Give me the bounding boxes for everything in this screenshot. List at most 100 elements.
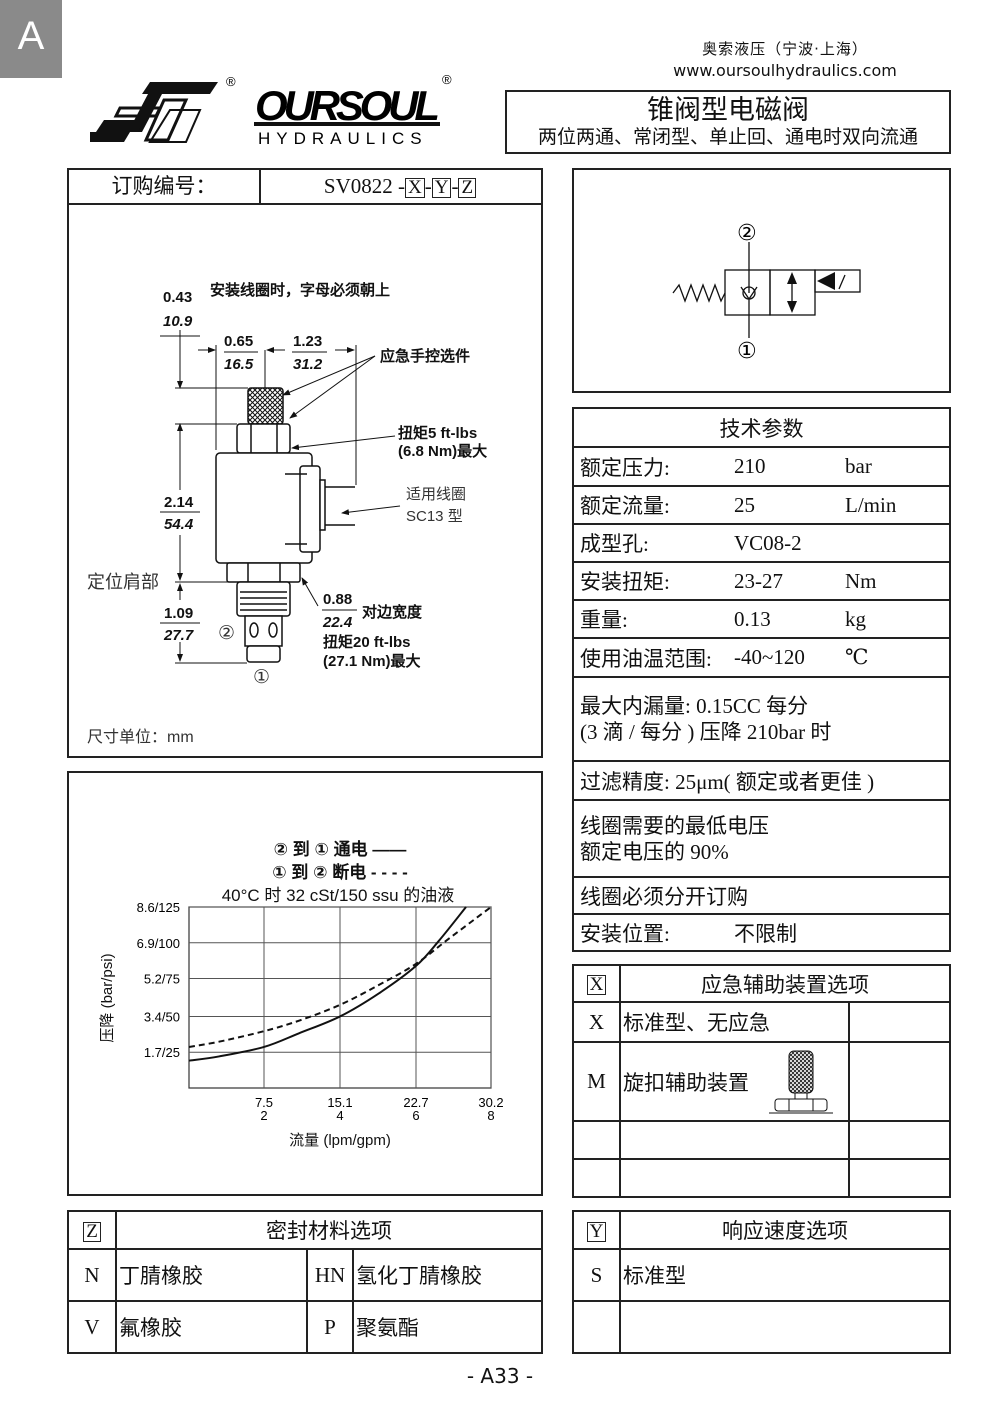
dim-w2-mm: 31.2 bbox=[293, 356, 323, 373]
series-line-deenergized bbox=[188, 906, 492, 1048]
logo-mark-icon bbox=[90, 82, 218, 143]
spec-voltage: 线圈需要的最低电压额定电压的 90% bbox=[572, 799, 951, 878]
product-subtitle: 两位两通、常闭型、单止回、通电时双向流通 bbox=[537, 127, 918, 148]
leakage-line-1: 最大内漏量: 0.15CC 每分 bbox=[580, 694, 809, 718]
spec-leakage: 最大内漏量: 0.15CC 每分(3 滴 / 每分 ) 压降 210bar 时 bbox=[572, 676, 951, 762]
separator: - bbox=[398, 174, 406, 198]
option-desc: 丁腈橡胶 bbox=[115, 1248, 308, 1302]
order-code-label: 订购编号： bbox=[69, 170, 261, 205]
page-number: - A33 - bbox=[466, 1364, 534, 1388]
spec-mount-value: 不限制 bbox=[734, 913, 951, 952]
brand-logo: ® OURSOUL ® HYDRAULICS bbox=[90, 72, 452, 148]
option-code: HN bbox=[306, 1248, 354, 1302]
legend-deenergized: ① 到 ② 断电 - - - - bbox=[272, 862, 408, 882]
legend-energized: ② 到 ① 通电 —— bbox=[274, 839, 407, 859]
option-code: V bbox=[67, 1300, 117, 1354]
option-code: N bbox=[67, 1248, 117, 1302]
option-z-title: 密封材料选项 bbox=[115, 1210, 543, 1250]
voltage-line-1: 线圈需要的最低电压 bbox=[580, 813, 769, 838]
option-y-key: Y bbox=[586, 1221, 607, 1242]
y-tick-label: 8.6/125 bbox=[137, 900, 180, 915]
dim-w1-in: 0.65 bbox=[224, 333, 253, 350]
option-code: S bbox=[572, 1248, 621, 1302]
spec-label: 额定压力: bbox=[572, 446, 734, 487]
y-tick-label: 3.4/50 bbox=[144, 1009, 180, 1024]
dim-w1-mm: 16.5 bbox=[224, 356, 254, 373]
port-2-label: ② bbox=[218, 623, 235, 644]
dim-body-mm: 54.4 bbox=[164, 516, 194, 533]
option-y-title: 响应速度选项 bbox=[619, 1210, 951, 1250]
option-desc: 氢化丁腈橡胶 bbox=[352, 1248, 543, 1302]
spec-row: 成型孔:VC08-2 bbox=[572, 523, 951, 563]
chart-title: 40°C 时 32 cSt/150 ssu 的油液 bbox=[222, 886, 455, 905]
option-desc: 聚氨酯 bbox=[352, 1300, 543, 1354]
schematic-port-1: ① bbox=[737, 339, 757, 364]
option-desc: 氟橡胶 bbox=[115, 1300, 308, 1354]
spec-filtration: 过滤精度: 25μm( 额定或者更佳 ) bbox=[572, 760, 951, 801]
option-x-title: 应急辅助装置选项 bbox=[619, 964, 951, 1003]
spec-unit bbox=[845, 523, 951, 563]
spec-label: 重量: bbox=[572, 599, 734, 639]
chart-panel bbox=[67, 771, 543, 1196]
leakage-line-2: (3 滴 / 每分 ) 压降 210bar 时 bbox=[580, 720, 832, 744]
dim-cart-mm: 27.7 bbox=[163, 627, 194, 644]
registered-mark: ® bbox=[226, 74, 236, 89]
dim-hex-in: 0.88 bbox=[323, 591, 352, 608]
schematic-panel bbox=[572, 168, 951, 393]
hex-label: 对边宽度 bbox=[362, 603, 423, 621]
option-desc: 标准型、无应急 bbox=[619, 1001, 850, 1043]
separator: - bbox=[451, 174, 459, 198]
solenoid-icon bbox=[814, 269, 861, 293]
x-tick-label-lpm: 30.2 bbox=[478, 1095, 503, 1110]
valve-envelope-closed bbox=[724, 269, 771, 316]
order-key-z: Z bbox=[458, 178, 477, 198]
option-code: M bbox=[572, 1041, 621, 1122]
pressure-drop-chart: ② 到 ① 通电 —— ① 到 ② 断电 - - - - 40°C 时 32 c… bbox=[99, 839, 504, 1149]
option-desc: 旋扣辅助装置 bbox=[623, 1070, 749, 1095]
y-axis-label: 压降 (bar/psi) bbox=[99, 953, 116, 1042]
y-tick-label: 5.2/75 bbox=[144, 972, 180, 987]
manual-knob-icon bbox=[769, 1050, 833, 1114]
spec-label: 额定流量: bbox=[572, 485, 734, 525]
brand-name: OURSOUL bbox=[255, 82, 440, 129]
port-1-label: ① bbox=[253, 667, 270, 688]
spec-unit: Nm bbox=[845, 561, 951, 601]
spring-icon bbox=[672, 283, 726, 303]
spec-unit: kg bbox=[845, 599, 951, 639]
spec-value: VC08-2 bbox=[734, 523, 845, 563]
spec-value: 210 bbox=[734, 446, 845, 487]
coil-nut bbox=[236, 423, 291, 454]
option-code: P bbox=[306, 1300, 354, 1354]
x-tick-label-gpm: 2 bbox=[260, 1108, 267, 1123]
dim-body-in: 2.14 bbox=[164, 494, 194, 511]
dim-cart-in: 1.09 bbox=[164, 605, 193, 622]
units-note: 尺寸单位：mm bbox=[87, 728, 194, 746]
company-url[interactable]: www.oursoulhydraulics.com bbox=[673, 61, 897, 80]
product-title: 锥阀型电磁阀 bbox=[647, 95, 809, 125]
spec-value: 25 bbox=[734, 485, 845, 525]
spec-value: 23-27 bbox=[734, 561, 845, 601]
title-box: 锥阀型电磁阀 两位两通、常闭型、单止回、通电时双向流通 bbox=[505, 90, 951, 154]
dim-top-mm: 10.9 bbox=[163, 313, 193, 330]
y-tick-label: 6.9/100 bbox=[137, 936, 180, 951]
order-key-y: Y bbox=[431, 178, 452, 198]
x-axis-label: 流量 (lpm/gpm) bbox=[289, 1132, 391, 1149]
brand-sub: HYDRAULICS bbox=[258, 129, 428, 148]
hex-body bbox=[226, 562, 301, 583]
spec-coil-order: 线圈必须分开订购 bbox=[572, 876, 951, 915]
order-code: SV0822 -X-Y-Z bbox=[259, 170, 541, 205]
x-tick-label-gpm: 6 bbox=[412, 1108, 419, 1123]
schematic-port-2: ② bbox=[737, 221, 757, 246]
spec-value: 0.13 bbox=[734, 599, 845, 639]
x-tick-label-lpm: 22.7 bbox=[403, 1095, 428, 1110]
valve-outline bbox=[215, 387, 355, 663]
hydraulic-symbol: ② ① bbox=[672, 221, 861, 364]
option-desc: 标准型 bbox=[619, 1248, 951, 1302]
x-tick-label-gpm: 4 bbox=[336, 1108, 343, 1123]
